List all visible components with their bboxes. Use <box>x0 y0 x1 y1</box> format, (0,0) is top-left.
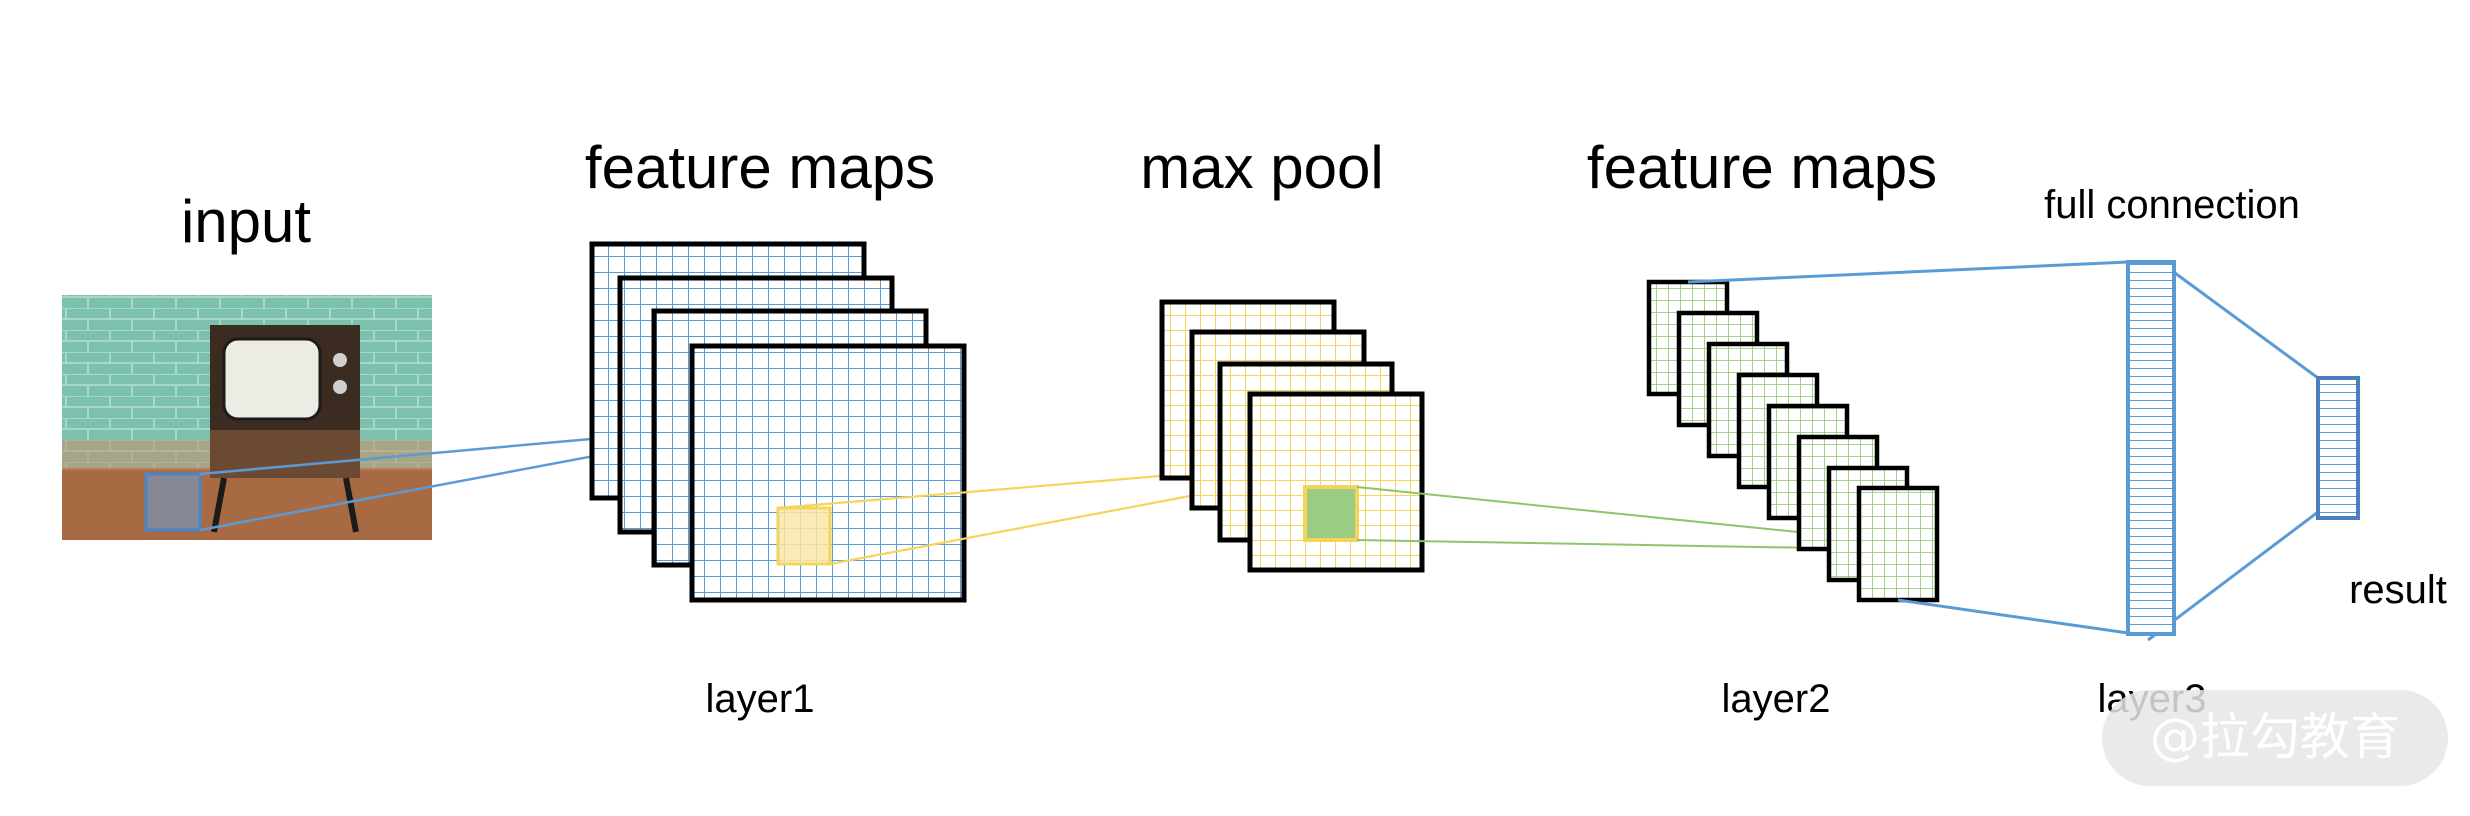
connector-fc <box>1687 260 2319 642</box>
layer2-label: layer2 <box>1722 677 1831 721</box>
feature-maps-title-1: feature maps <box>585 134 935 201</box>
fully-connected-layer3 <box>2126 260 2176 636</box>
max-pool-title: max pool <box>1140 134 1383 201</box>
feature-maps-title-2: feature maps <box>1587 134 1937 201</box>
layer1-highlight-region <box>776 506 832 566</box>
pool-highlight-region <box>1303 485 1359 542</box>
full-connection-title: full connection <box>2044 183 2300 227</box>
retro-tv-photo-icon <box>62 295 432 540</box>
connector-layer1-to-pool <box>777 474 1191 566</box>
max-pool-maps <box>1159 299 1425 573</box>
feature-maps-layer2 <box>1646 279 1940 603</box>
watermark-text: @拉勾教育 <box>2150 708 2400 766</box>
watermark-badge: @拉勾教育 <box>2102 690 2448 786</box>
input-title: input <box>181 188 311 255</box>
result-label: result <box>2349 568 2447 612</box>
feature-map-layer2 <box>1856 485 1940 603</box>
pool-map <box>1247 391 1425 573</box>
result-vector <box>2316 376 2360 520</box>
layer1-label: layer1 <box>706 677 815 721</box>
feature-maps-layer1 <box>589 241 967 603</box>
